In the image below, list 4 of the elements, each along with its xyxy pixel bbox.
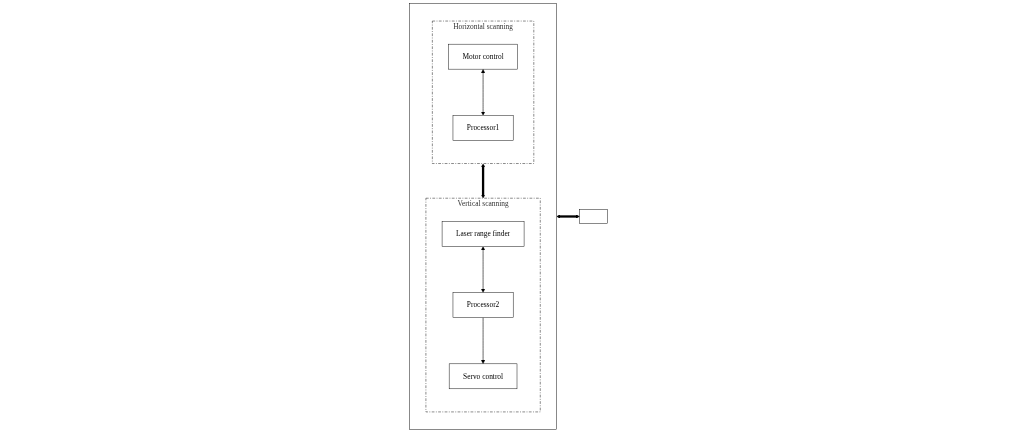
cluster	[409, 3, 557, 430]
arrow	[556, 214, 580, 219]
arrow	[481, 163, 486, 199]
node-box	[579, 209, 608, 224]
